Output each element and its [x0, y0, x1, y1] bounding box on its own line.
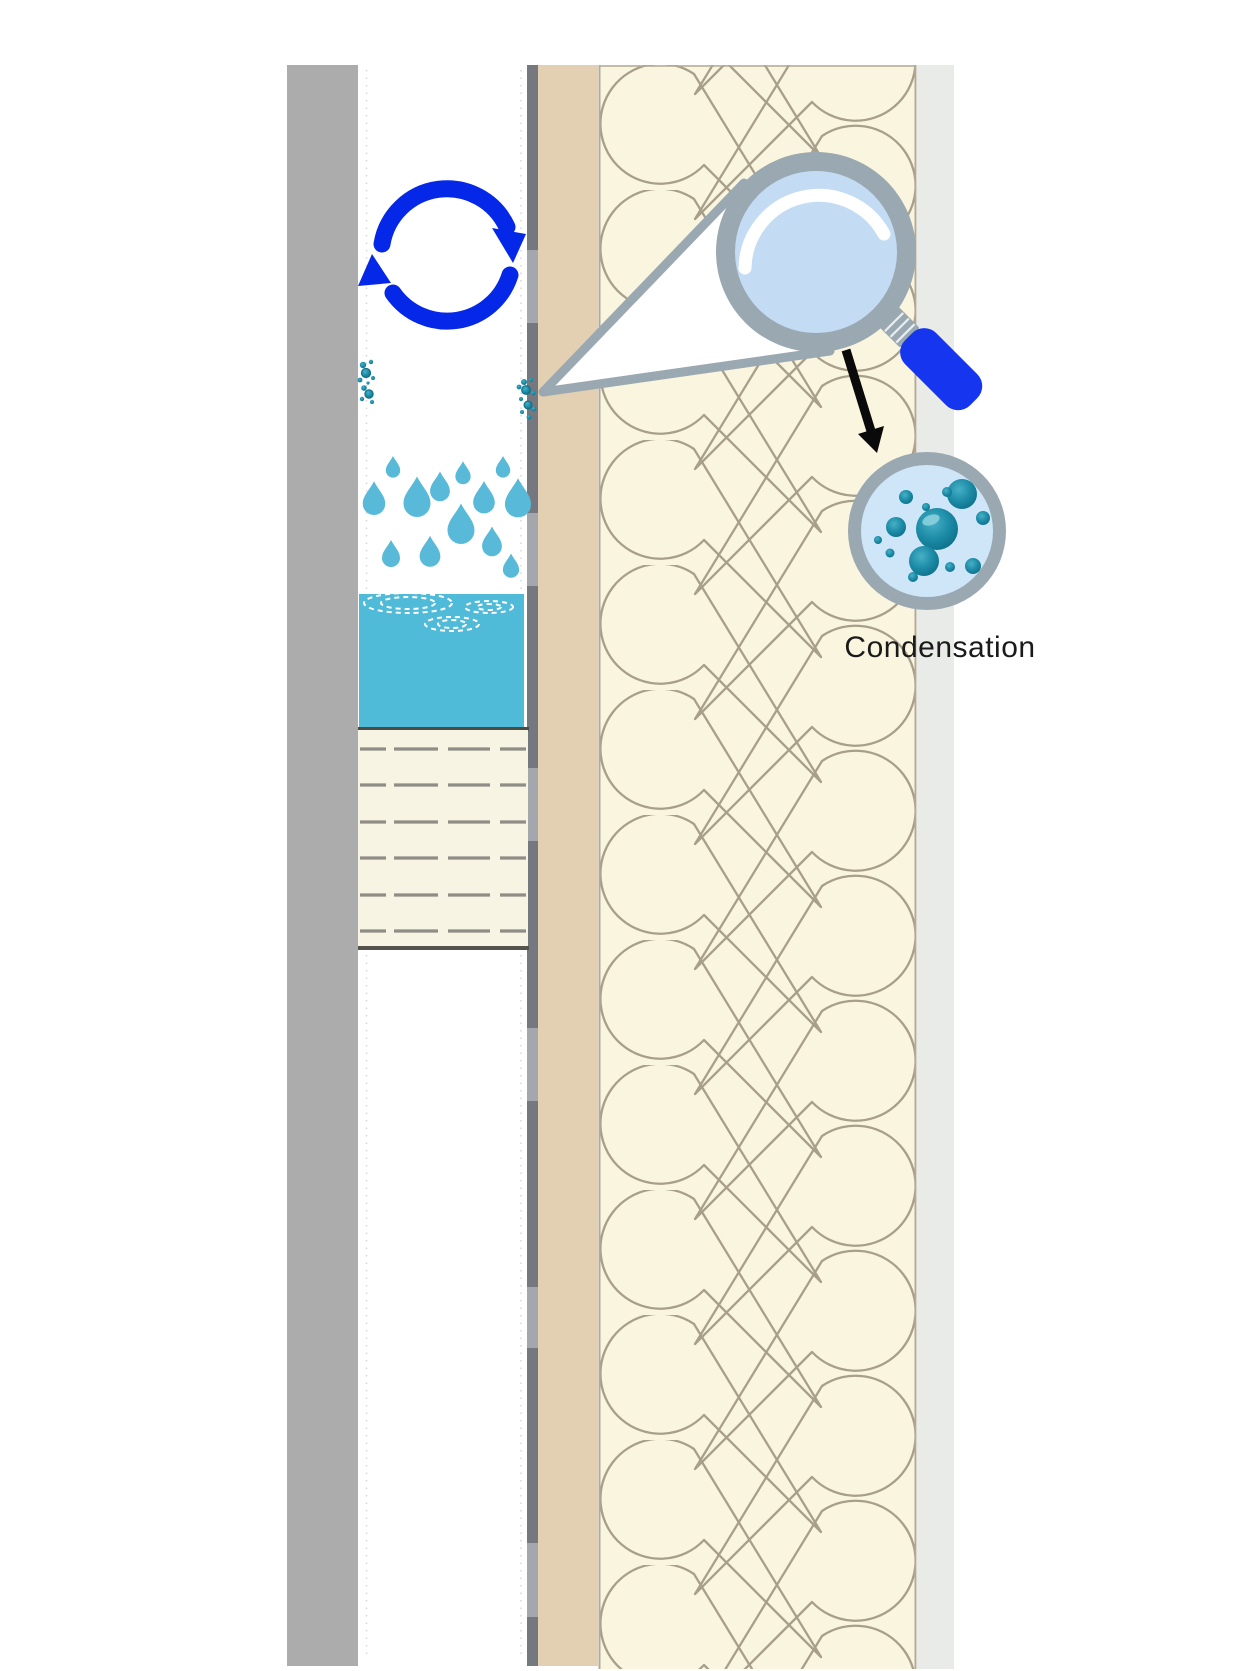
wet-insulation-block: [358, 730, 529, 950]
pointer-arrow-icon: [841, 348, 884, 453]
speck-cluster-left: [357, 359, 375, 404]
condensation-specks-icon: [357, 359, 537, 420]
water-drops-icon: [362, 456, 532, 578]
sheathing-board: [538, 65, 598, 1666]
condensation-droplets-icon: [848, 452, 1006, 610]
exterior-cladding-bar: [287, 65, 358, 1666]
vapor-membrane-strip: [527, 65, 538, 1666]
interior-finish-strip: [917, 65, 954, 1669]
bubble-highlight: [922, 514, 940, 526]
condensation-label: Condensation: [844, 631, 1036, 664]
lens-highlight: [738, 188, 891, 275]
speck-cluster-right: [516, 378, 537, 420]
cycle-arrows-icon: [358, 180, 526, 330]
magnifier-icon: [716, 152, 983, 411]
magnifier-handle: [900, 328, 983, 411]
water-pool-icon: [358, 592, 529, 731]
